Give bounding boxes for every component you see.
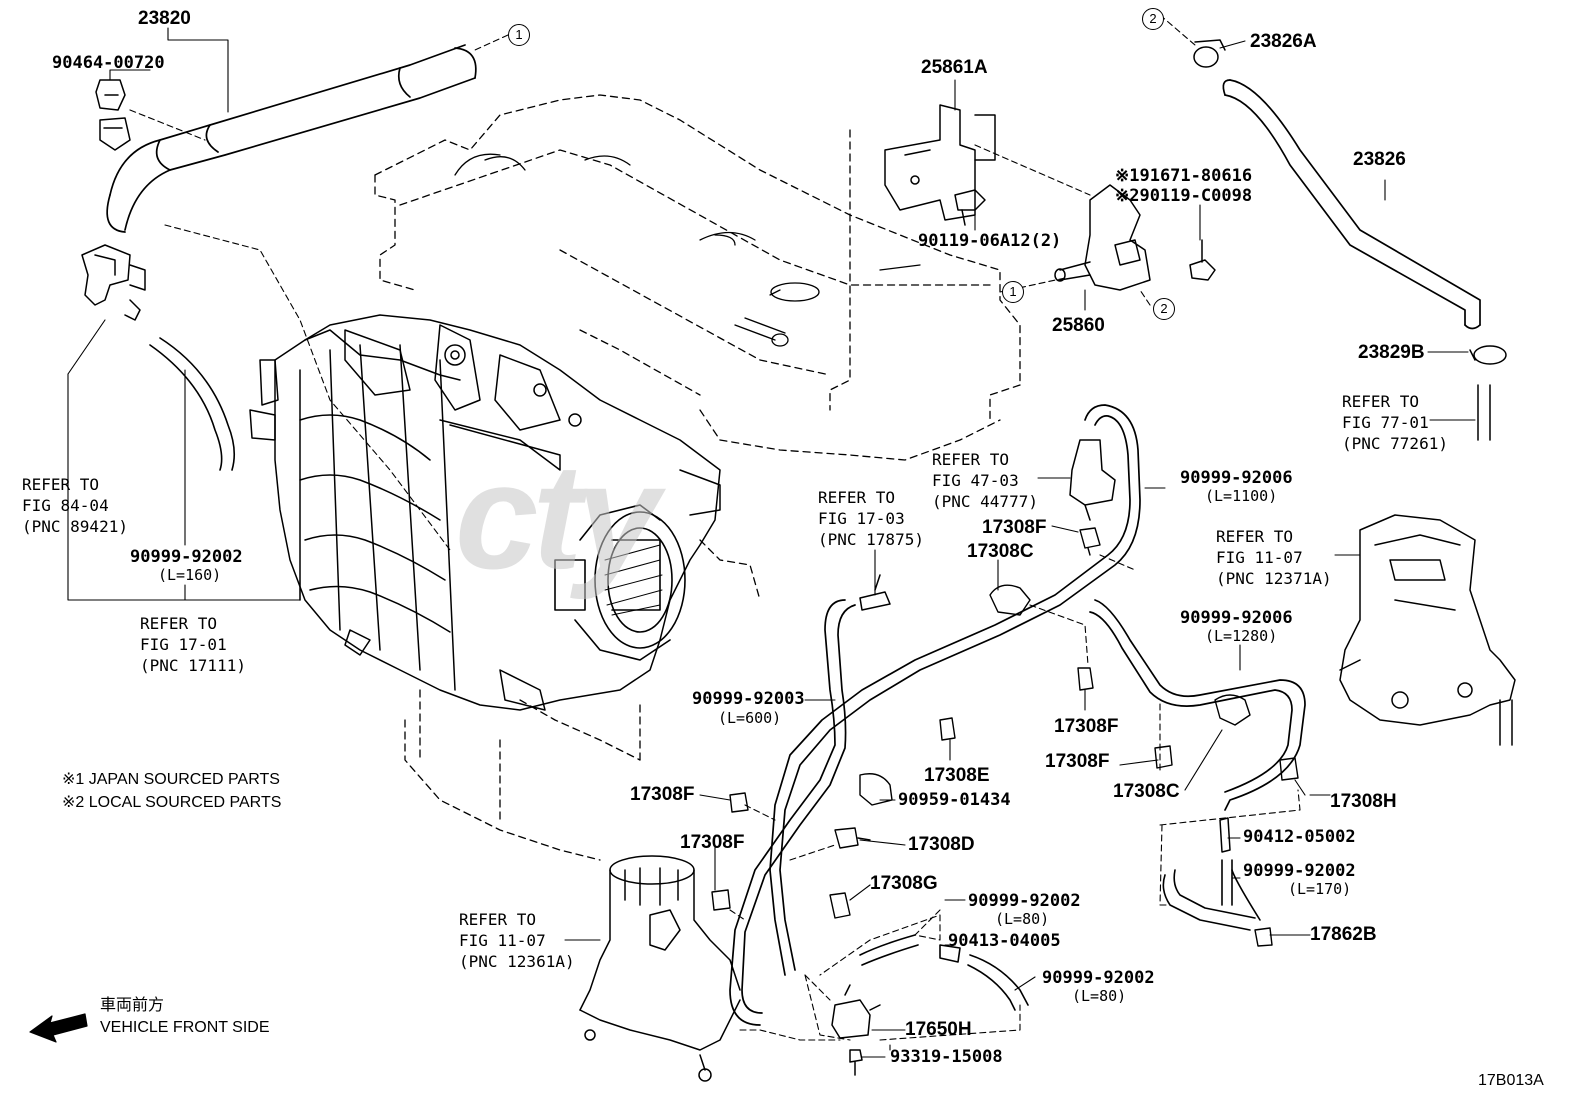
label-l170: (L=170): [1288, 880, 1352, 898]
clamp-90464-00720: [95, 79, 131, 151]
label-17308f-left: 17308F: [630, 784, 695, 805]
vsv-17650h: [831, 984, 881, 1039]
clamp-23829b: [1469, 345, 1507, 365]
air-hose-23820: [106, 44, 477, 233]
label-17308f-right: 17308F: [1045, 751, 1110, 772]
label-l1100: (L=1100): [1205, 487, 1278, 505]
ref-fig-84-04: REFER TO FIG 84-04 (PNC 89421): [22, 475, 128, 536]
label-25861a: 25861A: [921, 57, 988, 78]
engine-block-outline: [374, 94, 1021, 861]
engine-mount-right: [1339, 514, 1516, 746]
sensor-bracket: [81, 244, 146, 321]
connector-90412: [1219, 817, 1231, 853]
callout-1-top: 1: [508, 24, 530, 46]
label-23826: 23826: [1353, 149, 1406, 170]
bracket-25861a: [884, 104, 996, 221]
clamp-23826a: [1193, 39, 1226, 68]
label-17308f-mid: 17308F: [1054, 716, 1119, 737]
watermark: cty: [455, 432, 660, 600]
label-90464-00720: 90464-00720: [52, 53, 165, 73]
label-l80-top: (L=80): [995, 910, 1050, 928]
label-23826a: 23826A: [1250, 31, 1317, 52]
front-en: VEHICLE FRONT SIDE: [100, 1019, 270, 1036]
sensor-17875: [859, 574, 891, 611]
intake-manifold: [249, 314, 721, 711]
label-90999-92006-l1100: 90999-92006: [1180, 468, 1293, 488]
callout-1-vsv: 1: [1002, 281, 1024, 303]
small-hose-l160: [149, 337, 236, 471]
head-bosses: [454, 153, 921, 347]
label-17650h: 17650H: [905, 1019, 972, 1040]
label-93319-15008: 93319-15008: [890, 1047, 1003, 1067]
label-90999-92002-l80-top: 90999-92002: [968, 891, 1081, 911]
leader-lines: [67, 27, 1476, 1058]
ref-fig-47-03: REFER TO FIG 47-03 (PNC 44777): [932, 450, 1038, 511]
lower-hoses: [859, 859, 1261, 1011]
hose-clamps: [711, 527, 1299, 947]
front-jp: 車両前方: [100, 997, 165, 1014]
label-17308f-bottom: 17308F: [680, 832, 745, 853]
label-90999-92002-l170: 90999-92002: [1243, 861, 1356, 881]
label-23829b: 23829B: [1358, 342, 1425, 363]
ref-fig-17-01: REFER TO FIG 17-01 (PNC 17111): [140, 614, 246, 675]
bolt-90119-06a12: [954, 189, 986, 226]
note-local-sourced: ※2 LOCAL SOURCED PARTS: [62, 794, 282, 811]
label-90119-06a12: 90119-06A12(2): [918, 231, 1062, 251]
label-25860: 25860: [1052, 315, 1105, 336]
bolt-93319: [849, 1049, 863, 1076]
label-90999-92003-l600: 90999-92003: [692, 689, 805, 709]
vacuum-hoses: [729, 404, 1306, 1026]
label-17308c-top: 17308C: [967, 541, 1034, 562]
ref-fig-77-01: REFER TO FIG 77-01 (PNC 77261): [1342, 392, 1448, 453]
hose-23826: [1222, 79, 1481, 330]
label-17308e: 17308E: [924, 765, 990, 786]
label-90119-c0098: ※290119-C0098: [1115, 186, 1253, 206]
label-90999-92006-l1280: 90999-92006: [1180, 608, 1293, 628]
throttle-body: [554, 504, 686, 661]
label-90413-04005: 90413-04005: [948, 931, 1061, 951]
label-17308h: 17308H: [1330, 791, 1397, 812]
label-90999-92002-l160: 90999-92002: [130, 547, 243, 567]
label-l160: (L=160): [158, 566, 222, 584]
label-17308g: 17308G: [870, 873, 938, 894]
callout-2-vsv: 2: [1153, 298, 1175, 320]
label-17862b: 17862B: [1310, 924, 1377, 945]
engine-mount-left: [579, 855, 741, 1082]
label-l1280: (L=1280): [1205, 627, 1278, 645]
label-90999-92002-l80-bottom: 90999-92002: [1042, 968, 1155, 988]
diagram-code: 17B013A: [1478, 1072, 1544, 1089]
label-l600: (L=600): [718, 709, 782, 727]
label-91671-80616: ※191671-80616: [1115, 166, 1253, 186]
note-japan-sourced: ※1 JAPAN SOURCED PARTS: [62, 771, 280, 788]
ref-fig-17-03: REFER TO FIG 17-03 (PNC 17875): [818, 488, 924, 549]
label-17308d: 17308D: [908, 834, 975, 855]
label-90412-05002: 90412-05002: [1243, 827, 1356, 847]
vsv-25860: [1054, 184, 1151, 291]
label-l80-bottom: (L=80): [1072, 987, 1127, 1005]
callout-2-top: 2: [1142, 8, 1164, 30]
ref-fig-11-07-left: REFER TO FIG 11-07 (PNC 12361A): [459, 910, 575, 971]
vsv-44777: [1069, 439, 1116, 521]
label-17308f-top: 17308F: [982, 517, 1047, 538]
pipe-77261: [1477, 384, 1491, 441]
bolt-90119-c0098: [1189, 239, 1216, 281]
ref-fig-11-07-right: REFER TO FIG 11-07 (PNC 12371A): [1216, 527, 1332, 588]
label-90959-01434: 90959-01434: [898, 790, 1011, 810]
front-arrow-icon: [29, 1013, 88, 1043]
label-23820: 23820: [138, 8, 191, 29]
label-17308c-right: 17308C: [1113, 781, 1180, 802]
